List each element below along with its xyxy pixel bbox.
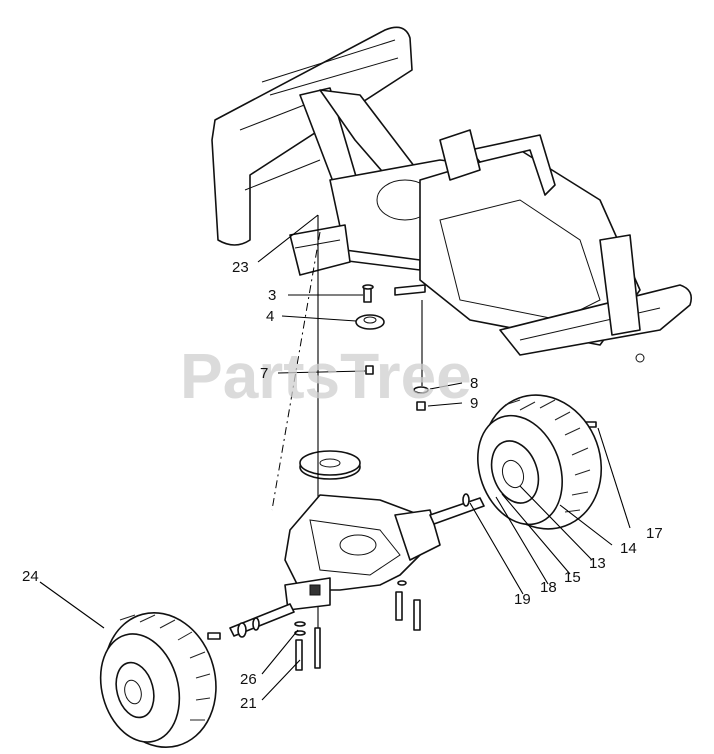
callout-3: 3 [268, 287, 276, 304]
input-pulley [299, 450, 361, 480]
callout-labels: 23 3 4 7 8 9 17 14 13 15 18 19 24 26 21 [22, 259, 663, 712]
callout-21: 21 [240, 695, 257, 712]
callout-9: 9 [470, 395, 478, 412]
frame-washer-nut [413, 300, 429, 411]
callout-19: 19 [514, 591, 531, 608]
mower-frame [211, 26, 693, 363]
callout-26: 26 [240, 671, 257, 688]
dashed-alignment-line [271, 231, 321, 511]
callout-15: 15 [564, 569, 581, 586]
callout-7: 7 [260, 365, 268, 382]
callout-4: 4 [266, 308, 274, 325]
right-wheel [477, 394, 603, 530]
transaxle [207, 421, 597, 671]
watermark-text: PartsTree [180, 340, 472, 412]
leader-lines [39, 214, 631, 701]
callout-23: 23 [232, 259, 249, 276]
callout-17: 17 [646, 525, 663, 542]
callout-24: 24 [22, 568, 39, 585]
left-wheel [99, 611, 217, 749]
idler-pulley-stack [355, 284, 385, 375]
callout-8: 8 [470, 375, 478, 392]
callout-13: 13 [589, 555, 606, 572]
callout-18: 18 [540, 579, 557, 596]
callout-14: 14 [620, 540, 637, 557]
